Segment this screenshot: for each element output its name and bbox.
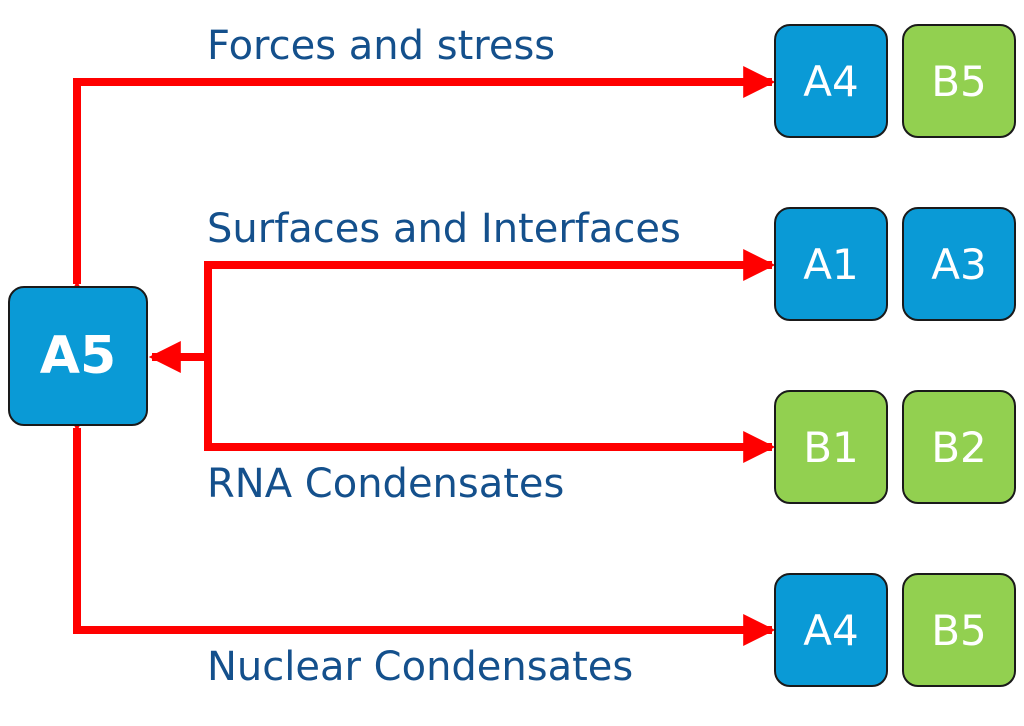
target-label: B5 [931, 605, 987, 655]
arrow-forces-and-stress [61, 66, 776, 313]
target-box-row1-left: A4 [774, 24, 888, 138]
target-label: A4 [803, 605, 859, 655]
target-label: B1 [803, 422, 859, 472]
arrow-nuclear-condensates [61, 399, 776, 646]
target-label: A1 [803, 239, 859, 289]
hub-box-a5: A5 [8, 286, 148, 426]
target-box-row3-right: B2 [902, 390, 1016, 504]
target-label: B2 [931, 422, 987, 472]
target-label: A4 [803, 56, 859, 106]
target-box-row4-right: B5 [902, 573, 1016, 687]
label-forces-and-stress: Forces and stress [207, 23, 556, 69]
target-box-row1-right: B5 [902, 24, 1016, 138]
label-rna-condensates: RNA Condensates [207, 461, 565, 507]
target-label: B5 [931, 56, 987, 106]
label-nuclear-condensates: Nuclear Condensates [207, 644, 634, 690]
label-surfaces-and-interfaces: Surfaces and Interfaces [207, 206, 681, 252]
target-box-row2-right: A3 [902, 207, 1016, 321]
arrow-rna-condensates [204, 357, 776, 463]
target-box-row4-left: A4 [774, 573, 888, 687]
hub-label: A5 [39, 326, 117, 386]
target-label: A3 [931, 239, 987, 289]
arrow-surfaces-and-interfaces [204, 249, 776, 357]
target-box-row2-left: A1 [774, 207, 888, 321]
target-box-row3-left: B1 [774, 390, 888, 504]
